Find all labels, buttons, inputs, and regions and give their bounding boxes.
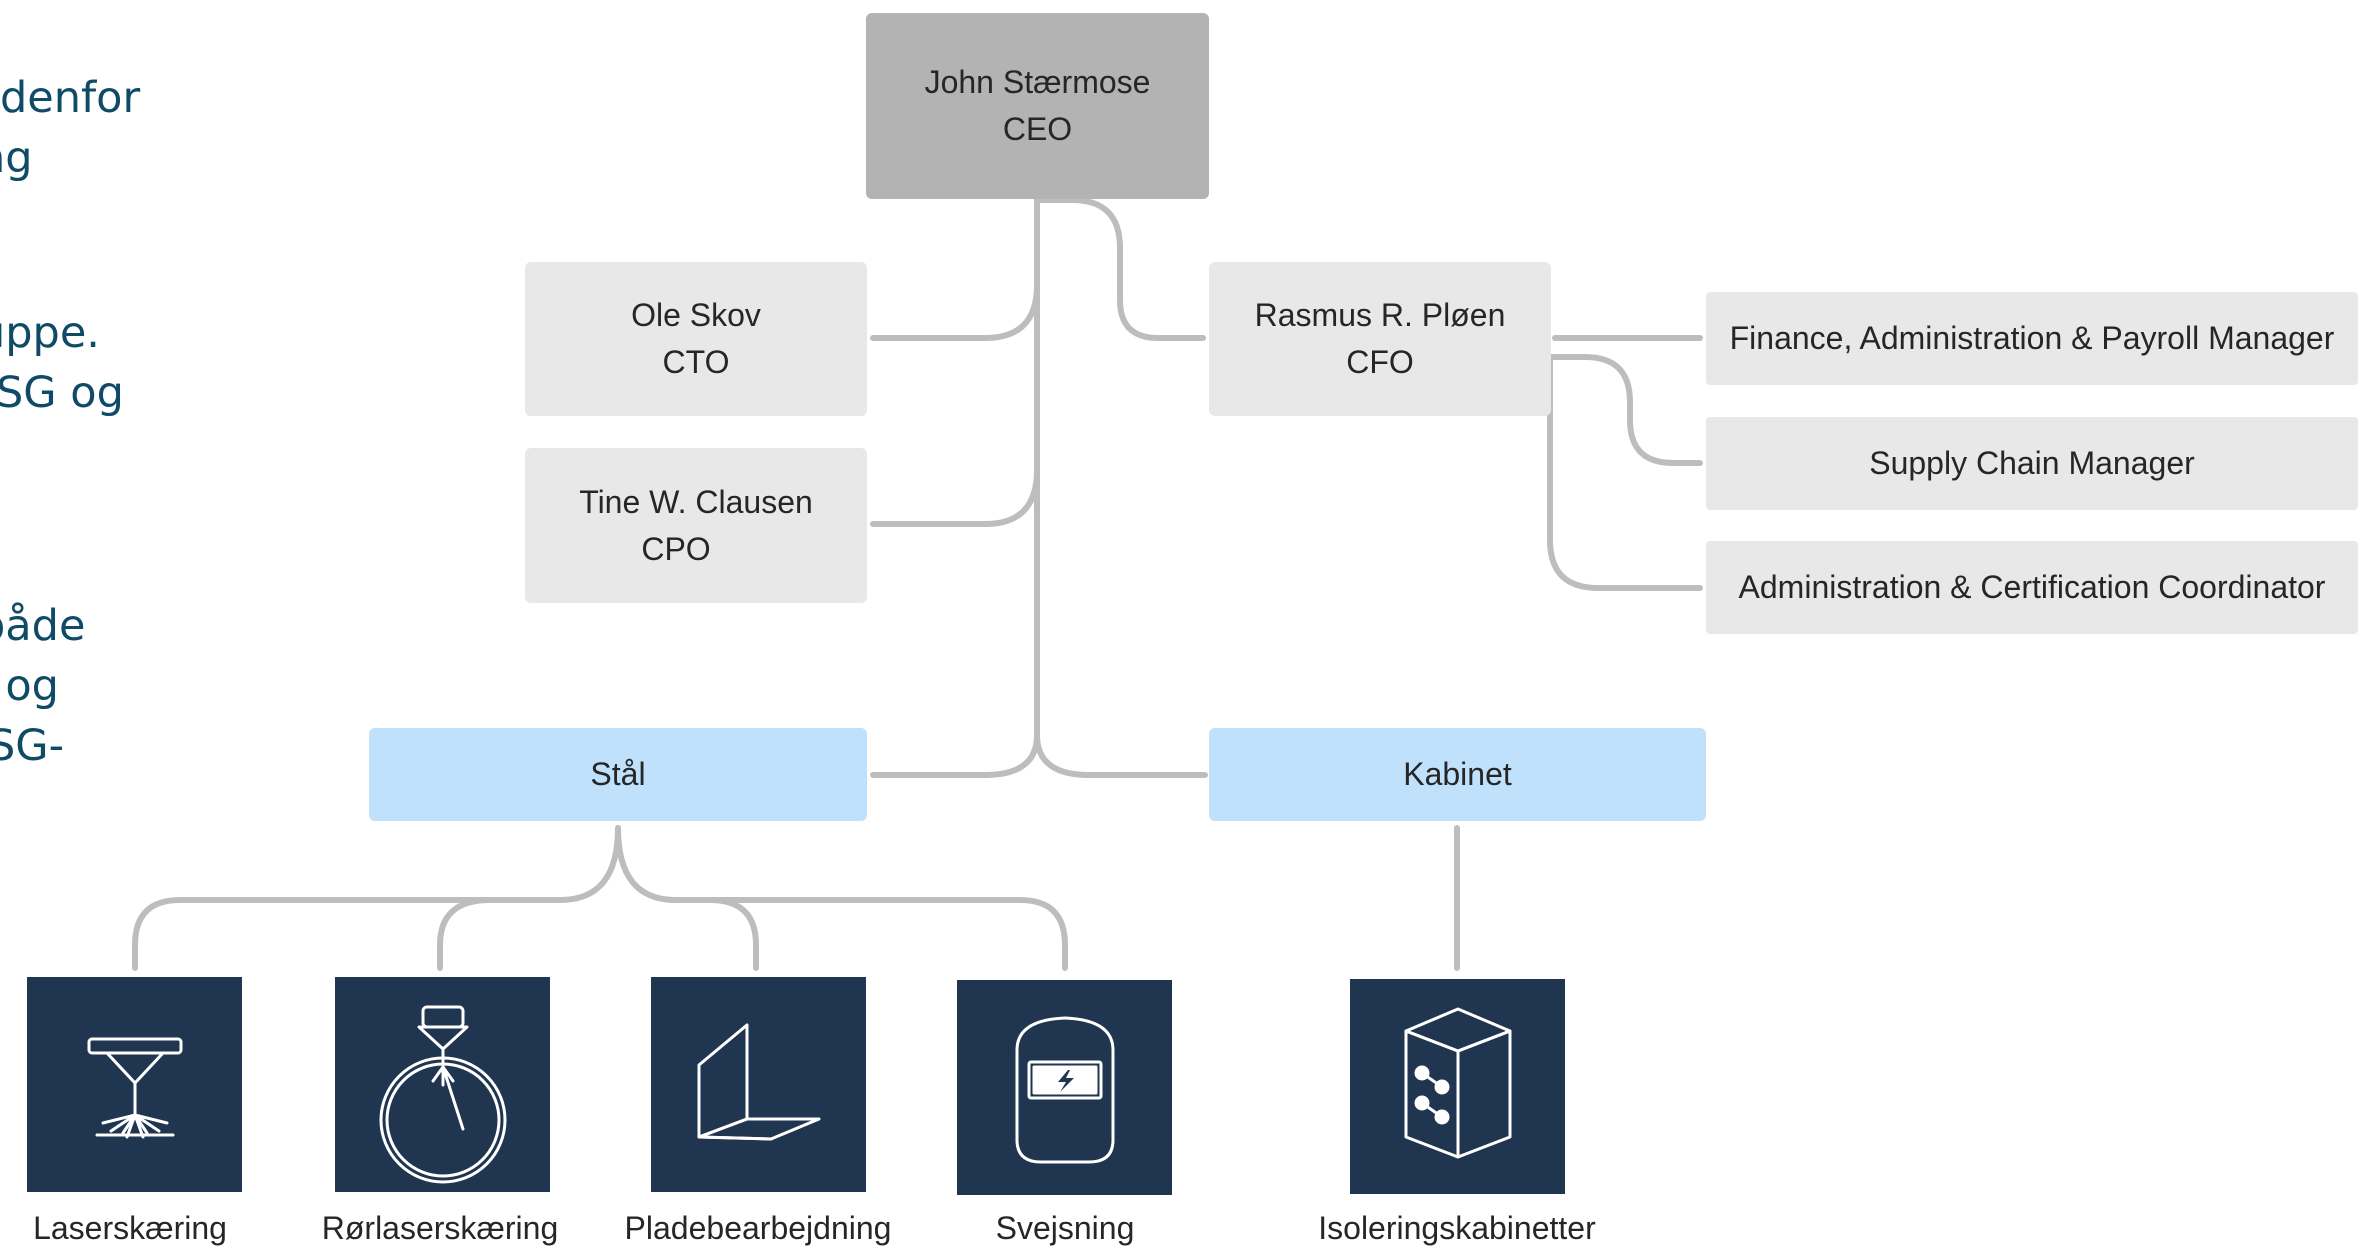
cfo-title: CFO bbox=[1346, 344, 1414, 380]
cpo-box: Tine W. Clausen CPO bbox=[525, 448, 867, 603]
cto-name: Ole Skov bbox=[631, 297, 761, 333]
unit-label-insulation-cabinets: Isoleringskabinetter bbox=[1318, 1210, 1596, 1246]
intro-text-fragment: denfor bbox=[0, 73, 141, 123]
cpo-name: Tine W. Clausen bbox=[579, 483, 813, 520]
intro-text-fragment: både bbox=[0, 601, 86, 651]
department-label: Supply Chain Manager bbox=[1869, 445, 2195, 481]
unit-label-sheet-bending: Pladebearbejdning bbox=[624, 1210, 892, 1246]
cfo-name: Rasmus R. Pløen bbox=[1254, 297, 1506, 333]
division-cabinet-box: Kabinet bbox=[1209, 728, 1706, 821]
intro-text-fragment: SG- bbox=[0, 721, 65, 771]
cpo-title: CPO bbox=[641, 530, 711, 567]
finance-admin-payroll-manager-box: Finance, Administration & Payroll Manage… bbox=[1706, 292, 2358, 385]
cfo-box: Rasmus R. Pløen CFO bbox=[1209, 262, 1551, 416]
welding-mask-icon bbox=[957, 980, 1172, 1195]
unit-label-laser-cutting: Laserskæring bbox=[33, 1210, 227, 1246]
division-label: Stål bbox=[590, 756, 646, 792]
intro-text-fragment: ng bbox=[0, 133, 33, 183]
department-label: Administration & Certification Coordinat… bbox=[1738, 569, 2326, 605]
intro-text-fragment: SG og bbox=[0, 368, 124, 418]
ceo-name: John Stærmose bbox=[924, 64, 1151, 100]
cto-box: Ole Skov CTO bbox=[525, 262, 867, 416]
admin-certification-coordinator-box: Administration & Certification Coordinat… bbox=[1706, 541, 2358, 634]
intro-text-fragment: r og bbox=[0, 661, 59, 711]
sheet-bending-icon bbox=[651, 977, 866, 1192]
insulation-cabinet-icon bbox=[1350, 979, 1565, 1194]
ceo-box: John Stærmose CEO bbox=[866, 13, 1209, 199]
department-label: Finance, Administration & Payroll Manage… bbox=[1729, 320, 2335, 356]
supply-chain-manager-box: Supply Chain Manager bbox=[1706, 417, 2358, 510]
laser-cutter-icon bbox=[27, 977, 242, 1192]
ceo-title: CEO bbox=[1002, 111, 1073, 147]
cto-title: CTO bbox=[662, 344, 730, 380]
division-label: Kabinet bbox=[1403, 756, 1512, 792]
intro-text-fragment: uppe. bbox=[0, 308, 100, 358]
unit-label-welding: Svejsning bbox=[995, 1210, 1135, 1246]
tube-laser-icon bbox=[335, 977, 550, 1192]
division-steel-box: Stål bbox=[369, 728, 867, 821]
unit-label-tube-laser: Rørlaserskæring bbox=[321, 1210, 559, 1246]
